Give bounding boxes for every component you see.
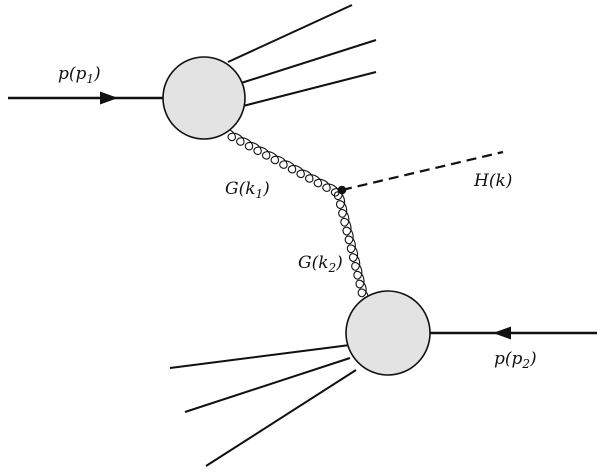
higgs-label: H(k) [473,171,512,191]
gluon2-line [333,189,369,298]
upper-jet-1 [227,4,353,63]
gluon2-label: G(k2) [298,253,343,275]
upper-jet-2 [237,39,377,85]
upper-blob [162,56,246,140]
proton1-arrow [100,91,118,105]
lower-jet-2 [184,357,351,413]
lower-jets [169,344,357,467]
proton2-arrow [493,326,511,340]
proton2-line [428,326,597,340]
gluon1-label: G(k1) [225,179,270,201]
upper-jet-3 [242,71,377,107]
lower-jet-1 [169,344,351,369]
proton2-label: p(p2) [494,349,537,371]
proton1-label: p(p1) [58,64,101,86]
lower-jet-3 [205,369,357,467]
lower-blob [345,290,431,376]
proton1-line [8,91,165,105]
gluon1-line [227,129,343,197]
higgs-line [341,150,504,192]
vertex-dot [337,185,347,195]
upper-jets [227,4,377,107]
